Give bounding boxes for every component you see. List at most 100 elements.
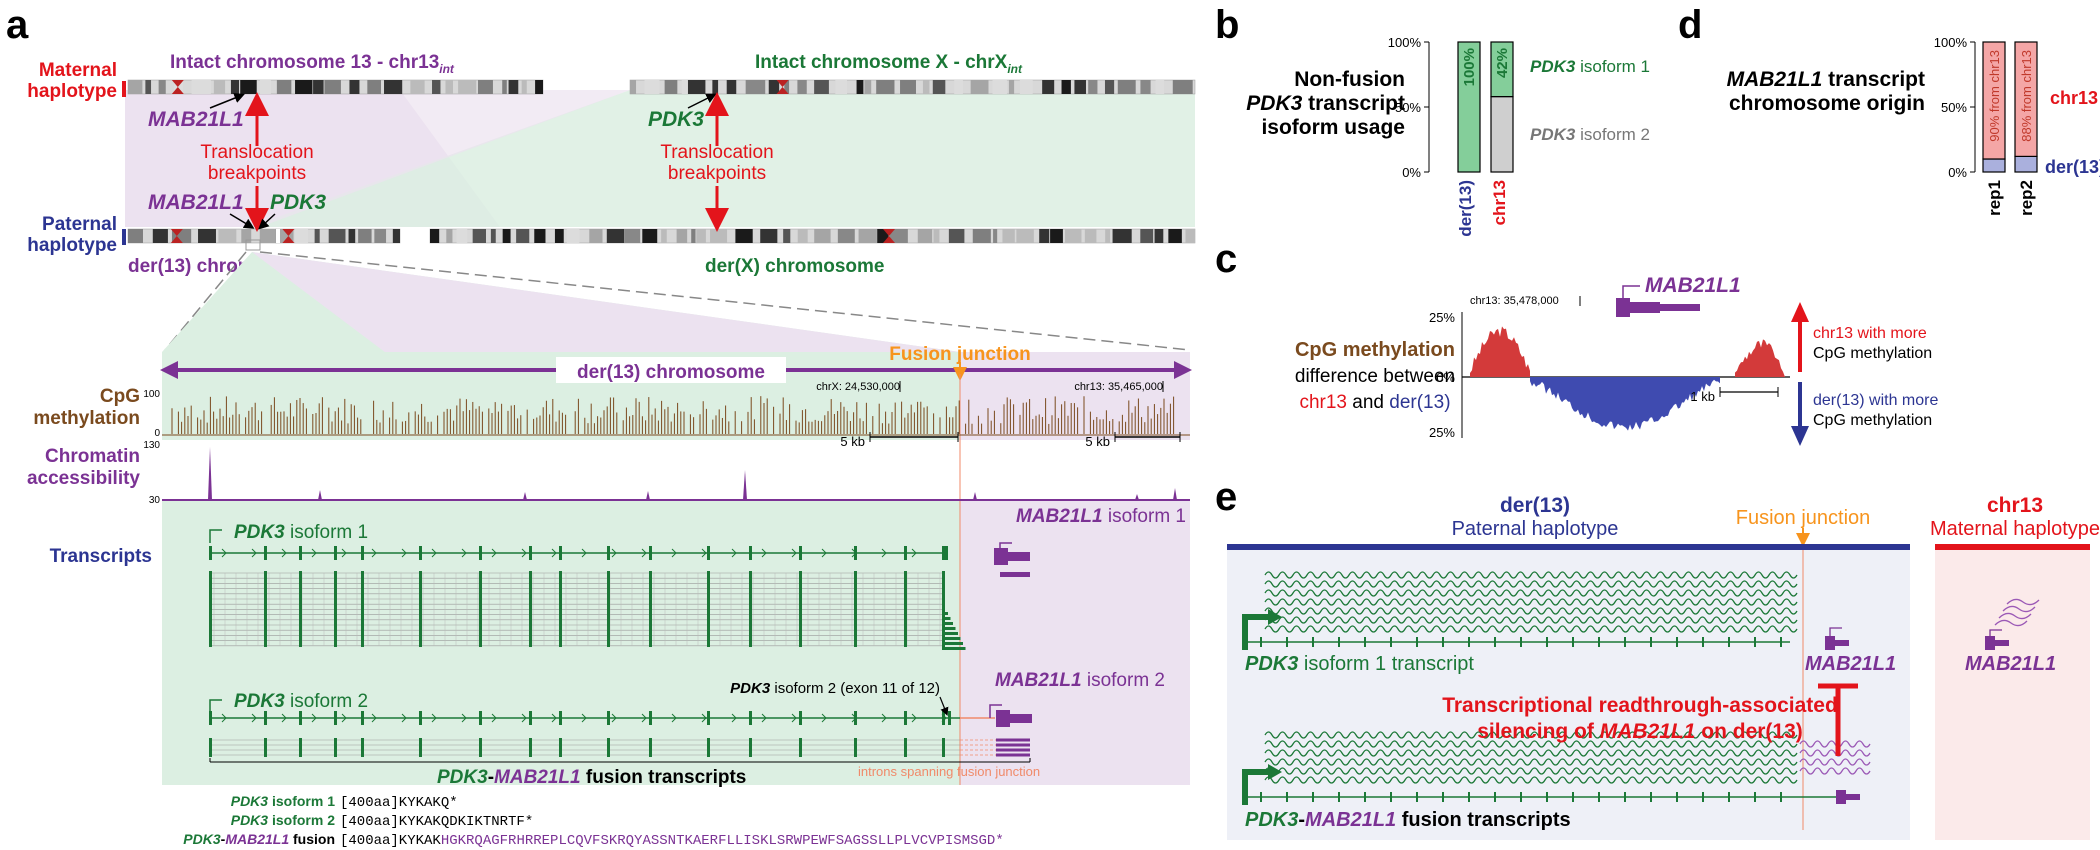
e-exon: [1650, 637, 1652, 647]
pdk3-iso2-exon: [559, 711, 562, 725]
ideo-derX-band: [760, 229, 778, 243]
e-wave-fusion: [1264, 731, 1798, 739]
d-bar-der13: [2014, 155, 2038, 173]
d-x-rep2: rep2: [2017, 180, 2036, 216]
ideo-chrX-maternal-band: [768, 80, 780, 94]
fusion-read-mab: [996, 753, 1030, 757]
read-exon: [299, 571, 302, 647]
c-gene-label: MAB21L1: [1645, 274, 1741, 297]
e-wave-fusion: [1264, 758, 1798, 766]
e-exon: [1338, 792, 1340, 802]
panel-letter-d: d: [1678, 3, 1702, 47]
ideo-chrX-maternal-band: [932, 80, 946, 94]
e-mab-chr13-exon: [1995, 640, 2009, 646]
e-exon: [1624, 637, 1626, 647]
e-exon: [1546, 792, 1548, 802]
exon-note: PDK3 isoform 2 (exon 11 of 12): [730, 680, 940, 697]
seq-iso1-aa: [400aa]KYKAKQ*: [340, 795, 458, 811]
ideo-der13-tail-band: [392, 229, 400, 243]
ideo-der13-tail-centromere: [282, 229, 295, 236]
panel-letter-a: a: [6, 3, 29, 47]
pdk3-iso1-exon: [299, 546, 302, 560]
pdk3-iso2-exon: [904, 711, 907, 725]
e-exon: [1780, 637, 1782, 647]
ideo-derX-centromere: [883, 236, 895, 243]
ideo-chrX-maternal-centromere: [776, 87, 789, 94]
mab-iso1-read: [1000, 572, 1030, 577]
e-exon: [1520, 637, 1522, 647]
mab21l1-label-bottom: MAB21L1: [148, 191, 244, 214]
read-exon: [479, 571, 482, 647]
ideo-chrX-maternal-band: [1061, 80, 1071, 94]
intron-chevron: [491, 713, 497, 723]
ideo-derX-band: [877, 229, 889, 243]
fusion-read-exon: [419, 738, 422, 757]
ideo-derX-band: [1039, 229, 1050, 243]
d-bar-der13: [1982, 158, 2006, 173]
ideo-chrX-maternal-band: [1019, 80, 1033, 94]
intron-chevron: [341, 713, 347, 723]
ideo-der13-pdk-band: [218, 229, 237, 243]
intron-chevron: [251, 548, 257, 558]
read-tail: [942, 647, 966, 650]
intron-chevron: [611, 548, 617, 558]
e-exon: [1520, 792, 1522, 802]
read-exon: [749, 571, 752, 647]
intron-chevron: [221, 713, 227, 723]
d-tick-label: 0%: [1948, 165, 1967, 180]
ideo-der13-pdk-centromere: [170, 229, 183, 236]
ideo-der13-pdk-band: [259, 229, 276, 243]
intron-chevron: [671, 713, 677, 723]
pdk3-iso2-exon: [361, 711, 364, 725]
e-wave-fusion-mab: [1799, 740, 1871, 748]
intron-chevron: [461, 548, 467, 558]
fusion-tx-label: PDK3-MAB21L1 fusion transcripts: [437, 767, 746, 788]
read-exon: [419, 571, 422, 647]
e-wave-chr13: [1998, 612, 2032, 620]
read-tail: [942, 612, 948, 615]
e-exon: [1702, 792, 1704, 802]
ideo-chrX-maternal-band: [712, 80, 719, 94]
intron-chevron: [881, 713, 887, 723]
intron-chevron: [521, 548, 527, 558]
fusion-read-mab: [996, 743, 1030, 747]
b-tick-label: 50%: [1395, 100, 1421, 115]
c-ytick-top: 25%: [1429, 310, 1455, 325]
pdk3-iso1-exon: [264, 546, 267, 560]
ideo-chrX-maternal-band: [664, 80, 678, 94]
b-bar1-label: 100%: [1461, 48, 1478, 86]
chrX-cross-shade: [125, 90, 630, 227]
ideo-chrX-maternal-band: [835, 80, 848, 94]
ideo-derX-band: [430, 229, 440, 243]
e-chr13: chr13: [1987, 494, 2043, 517]
intron-chevron: [551, 548, 557, 558]
ideo-gap: [276, 229, 280, 243]
ideo-der13-tail-band: [358, 229, 372, 243]
intron-chevron: [911, 548, 917, 558]
e-wave-fusion-mab: [1799, 767, 1871, 775]
e-tss-arrow: [1268, 764, 1282, 780]
ideo-chrX-maternal-band: [864, 80, 872, 94]
d-tick-label: 50%: [1941, 100, 1967, 115]
chrX-title: Intact chromosome X - chrXint: [755, 52, 1023, 76]
seq-iso1: PDK3 isoform 1: [231, 793, 335, 809]
pdk3-iso1-exon: [479, 546, 482, 560]
pdk3-iso1-exon: [904, 546, 907, 560]
ideo-derX-band: [490, 229, 496, 243]
intron-chevron: [581, 713, 587, 723]
ideo-derX-band: [691, 229, 696, 243]
ideo-derX-band: [710, 229, 728, 243]
intron-chevron: [281, 713, 287, 723]
e-wave-pdk3: [1264, 589, 1798, 597]
ideo-derX-band: [858, 229, 877, 243]
e-der13: der(13): [1500, 494, 1570, 517]
ideo-derX-band: [1168, 229, 1182, 243]
ideo-der13-tail-band: [348, 229, 356, 243]
cpg-axis-min: 0: [154, 428, 160, 439]
intron-chevron: [731, 713, 737, 723]
ideo-derX-band: [676, 229, 688, 243]
e-mab-chr13: MAB21L1: [1965, 653, 2056, 675]
